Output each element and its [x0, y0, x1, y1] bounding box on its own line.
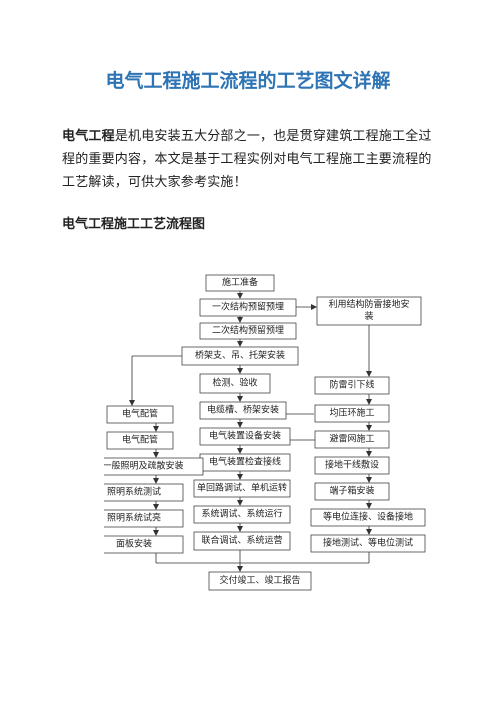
flow-label-right-4: 接地干线敷设 [325, 459, 379, 471]
flow-box-right-4 [314, 456, 390, 475]
flow-label-center-6: 电缆槽、桥架安装 [207, 404, 279, 416]
flow-box-left-1 [106, 405, 174, 424]
flow-label-left-6: 面板安装 [116, 538, 152, 550]
intro-lead: 电气工程 [62, 129, 115, 144]
flow-label-right-3: 避雷网施工 [329, 433, 374, 445]
flow-label-right-top-2: 装 [364, 310, 373, 322]
flow-box-center-7 [199, 427, 291, 446]
flow-box-center-5 [199, 373, 271, 394]
flow-label-center-9: 单回路调试、单机运转 [197, 482, 287, 494]
flow-label-center-1: 施工准备 [222, 276, 258, 288]
section-heading: 电气工程施工工艺流程图 [62, 217, 206, 232]
flow-box-bottom [208, 571, 312, 591]
flow-label-center-10: 系统调试、系统运行 [201, 508, 282, 520]
flow-box-left-4 [104, 483, 184, 502]
flow-box-center-11 [193, 531, 291, 551]
flow-label-bottom: 交付竣工、竣工报告 [219, 574, 300, 586]
flow-label-right-2: 均压环施工 [329, 407, 374, 419]
flow-label-left-2: 电气配管 [122, 434, 158, 446]
flow-label-right-5: 端子箱安装 [329, 485, 374, 497]
flow-boxes [104, 274, 426, 591]
flow-box-center-1 [205, 274, 275, 292]
flow-box-left-6 [104, 535, 184, 554]
flow-box-right-2 [314, 404, 390, 423]
flow-box-center-6 [199, 401, 287, 420]
flow-label-center-8: 电气装置检查接线 [209, 456, 281, 468]
flowchart-svg: 施工准备 一次结构预留预埋 二次结构预留预埋 桥架支、吊、托架安装 检测、验收 … [104, 274, 426, 591]
flow-label-left-5: 照明系统试亮 [107, 512, 161, 524]
flow-label-left-1: 电气配管 [122, 408, 158, 420]
flow-box-left-2 [106, 431, 174, 450]
flow-box-left-3 [104, 457, 204, 476]
flow-box-left-5 [104, 509, 184, 528]
flow-label-center-7: 电气装置设备安装 [209, 430, 281, 442]
flow-label-left-4: 照明系统测试 [107, 486, 161, 498]
flow-label-left-3: 一般照明及疏散安装 [104, 460, 184, 472]
flow-label-center-5: 检测、验收 [212, 377, 257, 389]
flow-label-center-4: 桥架支、吊、托架安装 [195, 349, 285, 361]
flow-label-right-top-1: 利用结构防雷接地安 [328, 298, 409, 310]
flow-box-right-6 [310, 508, 426, 527]
intro-body: 是机电安装五大分部之一，也是贯穿建筑工程施工全过程的重要内容，本文是基于工程实例… [62, 129, 432, 190]
page-title: 电气工程施工流程的工艺图文详解 [105, 70, 391, 92]
flow-label-right-7: 接地测试、等电位测试 [323, 537, 413, 549]
flow-box-center-2 [199, 298, 297, 317]
flow-label-center-11: 联合调试、系统运营 [201, 534, 282, 546]
intro-paragraph: 电气工程是机电安装五大分部之一，也是贯穿建筑工程施工全过程的重要内容，本文是基于… [62, 125, 434, 194]
flow-label-center-2: 一次结构预留预埋 [212, 301, 284, 313]
flow-box-center-3 [199, 322, 297, 340]
flow-box-center-10 [193, 505, 291, 524]
flow-labels: 施工准备 一次结构预留预埋 二次结构预留预埋 桥架支、吊、托架安装 检测、验收 … [104, 276, 413, 586]
flow-box-center-9 [193, 479, 291, 498]
flow-box-center-4 [181, 346, 299, 366]
flow-label-right-1: 防雷引下线 [329, 379, 374, 391]
flow-label-center-3: 二次结构预留预埋 [212, 324, 284, 336]
flow-box-right-3 [314, 430, 390, 449]
flow-label-right-6: 等电位连接、设备接地 [323, 511, 413, 523]
flow-box-right-7 [310, 534, 426, 553]
flow-box-right-5 [314, 482, 390, 501]
flow-box-right-1 [314, 376, 390, 395]
flowchart: 施工准备 一次结构预留预埋 二次结构预留预埋 桥架支、吊、托架安装 检测、验收 … [104, 270, 434, 600]
flow-box-right-top [316, 296, 422, 326]
